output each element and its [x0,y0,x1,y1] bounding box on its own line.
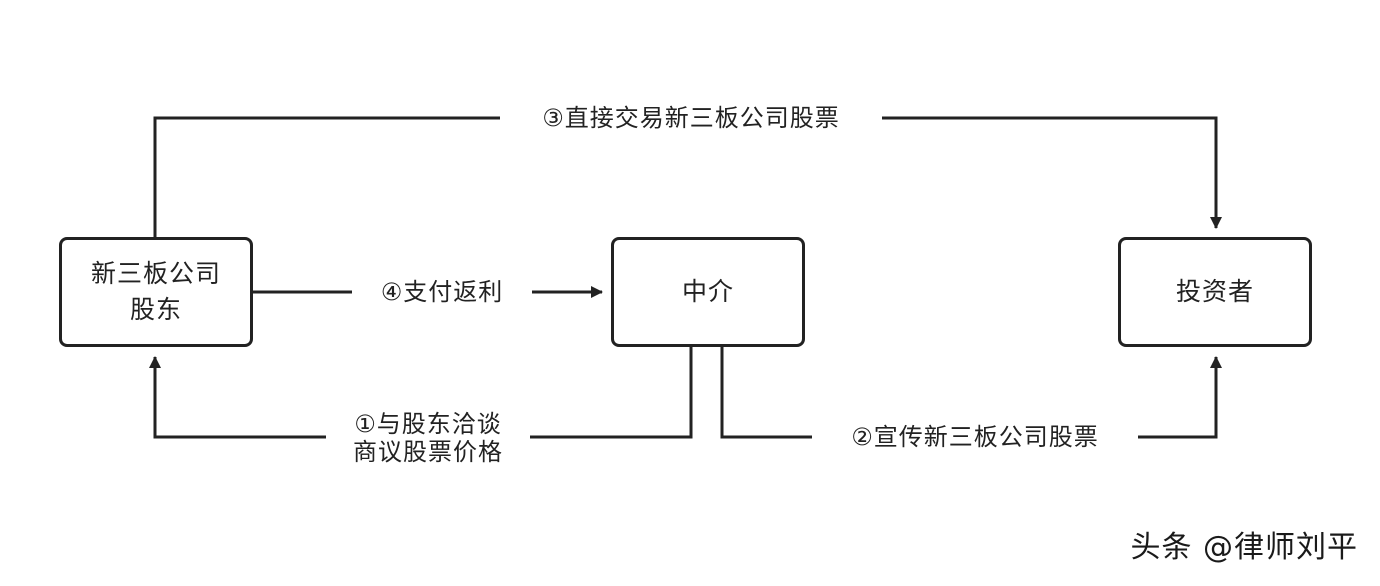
edge-direct-trade-line [153,116,1222,237]
node-intermediary-label: 中介 [681,277,734,306]
node-intermediary: 中介 [611,237,805,347]
edge-payment-rebate-label: ④支付返利 [352,277,532,307]
edge-promote-label: ②宣传新三板公司股票 [812,422,1138,452]
edge-negotiate-label-line1: ①与股东洽谈 [354,410,502,438]
node-shareholder-line1: 新三板公司 [90,259,221,288]
watermark-text: 头条 @律师刘平 [1130,530,1358,565]
edge-negotiate-label: ①与股东洽谈 商议股票价格 [326,410,530,466]
edge-negotiate-label-line2: 商议股票价格 [353,438,503,466]
node-shareholder: 新三板公司 股东 [59,237,253,347]
node-shareholder-line2: 股东 [129,295,182,324]
node-investor-label: 投资者 [1175,277,1254,306]
edge-direct-trade-label: ③直接交易新三板公司股票 [500,103,882,133]
node-investor: 投资者 [1118,237,1312,347]
